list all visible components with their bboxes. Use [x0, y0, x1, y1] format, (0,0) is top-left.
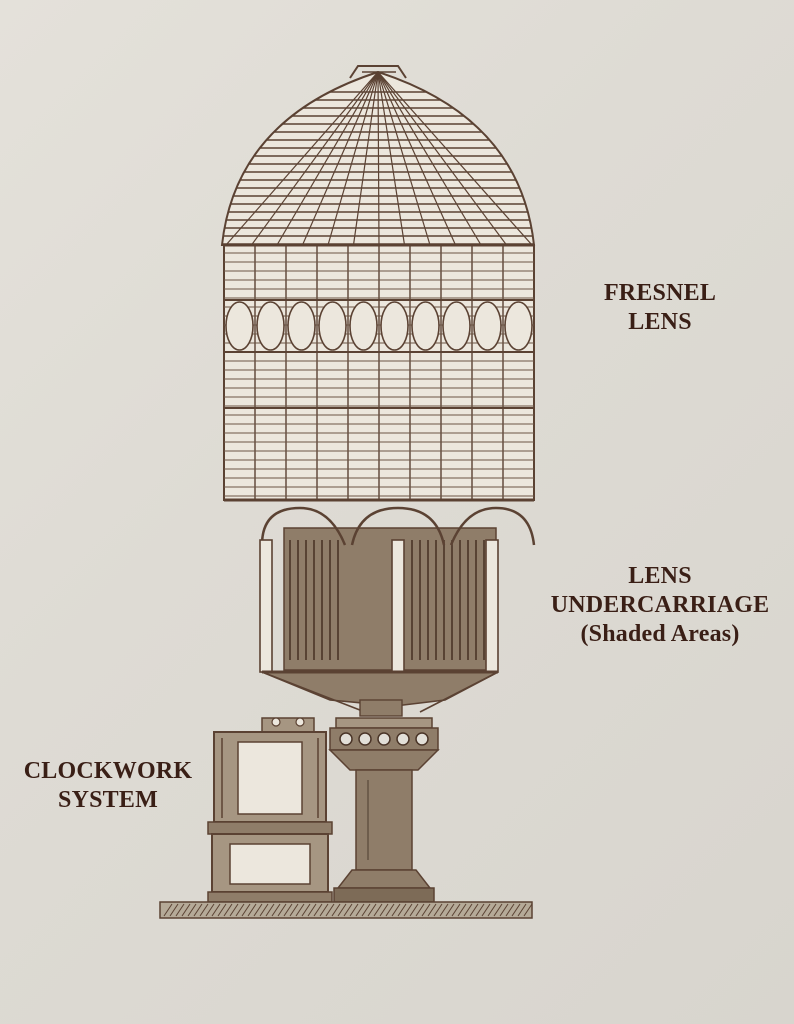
lens-undercarriage-label: LENS UNDERCARRIAGE (Shaded Areas) — [520, 562, 794, 649]
lens-undercarriage-drawing — [259, 506, 536, 717]
clockwork-system-label-line1: CLOCKWORK — [23, 758, 193, 784]
clockwork-system-label-line2: SYSTEM — [58, 787, 158, 813]
ground-line — [159, 901, 533, 919]
fresnel-lens-label-line1: FRESNEL — [603, 280, 717, 306]
fresnel-lens-drawing — [220, 65, 536, 502]
fresnel-lens-label: FRESNEL LENS — [560, 279, 760, 337]
lens-undercarriage-label-line2: UNDERCARRIAGE — [550, 592, 770, 618]
pedestal-drawing — [328, 717, 440, 903]
clockwork-cabinet-drawing — [207, 717, 333, 903]
lens-undercarriage-label-line3: (Shaded Areas) — [580, 621, 740, 647]
lens-undercarriage-label-line1: LENS — [628, 563, 692, 589]
fresnel-lens-label-line2: LENS — [628, 309, 692, 335]
clockwork-system-label: CLOCKWORK SYSTEM — [8, 757, 208, 815]
